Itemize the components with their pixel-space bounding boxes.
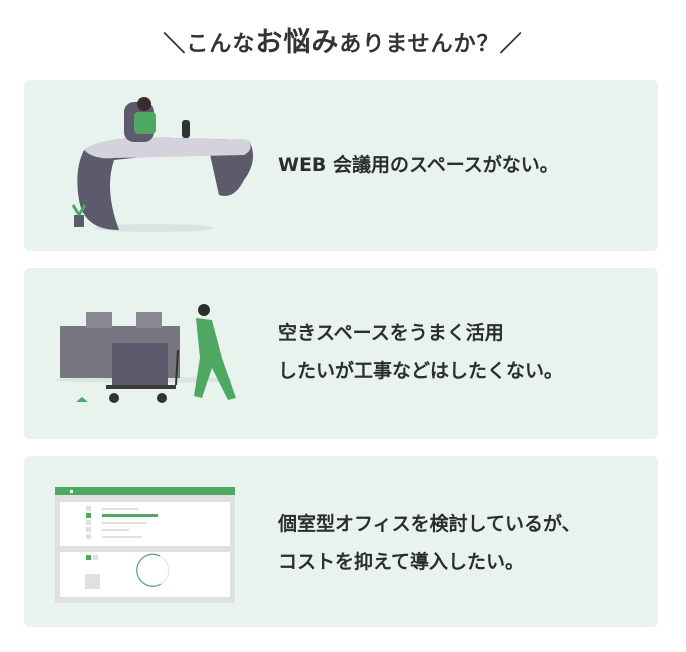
- desk-person-illustration: [71, 97, 253, 232]
- section-title: ＼こんなお悩みありませんか？／: [0, 20, 686, 59]
- moving-boxes-illustration: [54, 304, 236, 403]
- title-suffix: ありませんか？／: [339, 32, 523, 57]
- problem-card-unused-space: 空きスペースをうまく活用したいが工事などはしたくない。: [24, 268, 658, 439]
- title-emphasis: お悩み: [255, 27, 340, 58]
- problem-card-meeting-space: WEB 会議用のスペースがない。: [24, 80, 658, 251]
- problem-text-line: 空きスペースをうまく活用: [278, 322, 504, 344]
- problem-card-private-office-cost: 個室型オフィスを検討しているが、コストを抑えて導入したい。: [24, 456, 658, 627]
- problem-text-line: コストを抑えて導入したい。: [278, 551, 525, 573]
- title-prefix: ＼こんな: [163, 32, 256, 57]
- problem-text: WEB 会議用のスペースがない。: [278, 154, 559, 176]
- problem-text-line: 個室型オフィスを検討しているが、: [278, 513, 581, 535]
- problem-text-line: したいが工事などはしたくない。: [278, 360, 564, 382]
- dashboard-illustration: [55, 487, 235, 603]
- problem-text: 個室型オフィスを検討しているが、コストを抑えて導入したい。: [278, 505, 581, 581]
- problem-text: 空きスペースをうまく活用したいが工事などはしたくない。: [278, 314, 563, 390]
